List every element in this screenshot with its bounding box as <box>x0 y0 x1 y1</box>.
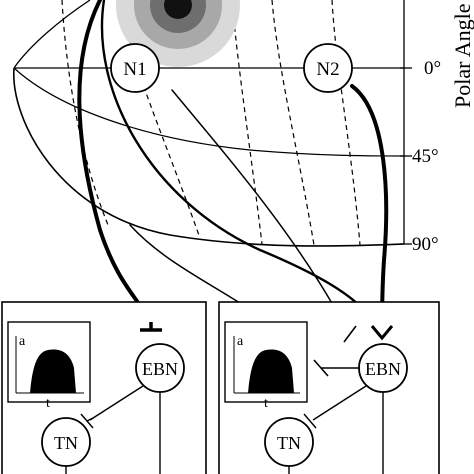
iso-eccentricity-2 <box>117 0 201 239</box>
neuron-n1-label: N1 <box>123 59 146 80</box>
tn-left-synapse <box>80 413 94 429</box>
tn-right-label: TN <box>277 433 301 453</box>
angle-label-45: 45° <box>412 146 439 167</box>
neuron-n2: N2 <box>303 43 353 93</box>
brainstem-panel-right: a t EBN TN <box>218 301 440 474</box>
angle-ticks: 0° 45° 90° <box>400 58 441 255</box>
angle-label-0: 0° <box>424 58 441 79</box>
activity-blob <box>116 0 240 67</box>
ebn-right-label: EBN <box>365 359 401 379</box>
neuron-n1: N1 <box>110 43 160 93</box>
inset-right-x-label: t <box>264 396 268 411</box>
brainstem-panel-left: a t EBN TN <box>1 301 207 474</box>
map-outline <box>13 67 405 247</box>
burst-profile-right <box>248 349 294 393</box>
ebn-left-synapse <box>140 322 162 332</box>
iso-eccentricity-3 <box>231 0 263 245</box>
tn-left-label: TN <box>54 433 78 453</box>
map-top-edge <box>13 0 91 69</box>
polar-angle-axis-label: Polar Angle <box>450 4 474 109</box>
ebn-right-inhibitory-terminal-1 <box>343 325 357 343</box>
projection-n2-to-right-ebn <box>350 84 389 332</box>
projection-n1-to-right-panel <box>171 89 350 335</box>
isoline-45deg <box>13 67 405 157</box>
iso-eccentricity-5 <box>331 0 361 246</box>
inset-left-x-label: t <box>46 396 50 411</box>
neuron-n2-label: N2 <box>316 59 339 80</box>
ebn-right-synapse <box>370 325 394 341</box>
projection-thick-to-left-ebn <box>77 0 152 324</box>
ebn-right-inhibitory-terminal-2 <box>313 359 359 377</box>
tn-right-synapse <box>303 413 317 429</box>
inset-right-y-label: a <box>237 334 244 349</box>
ebn-left-label: EBN <box>142 359 178 379</box>
projection-thick-to-right-ebn-2 <box>100 0 380 332</box>
inset-left-y-label: a <box>19 334 26 349</box>
iso-eccentricity-4 <box>271 0 315 246</box>
burst-profile-left <box>30 349 76 393</box>
iso-eccentricity-1 <box>61 0 109 226</box>
angle-label-90: 90° <box>412 234 439 255</box>
